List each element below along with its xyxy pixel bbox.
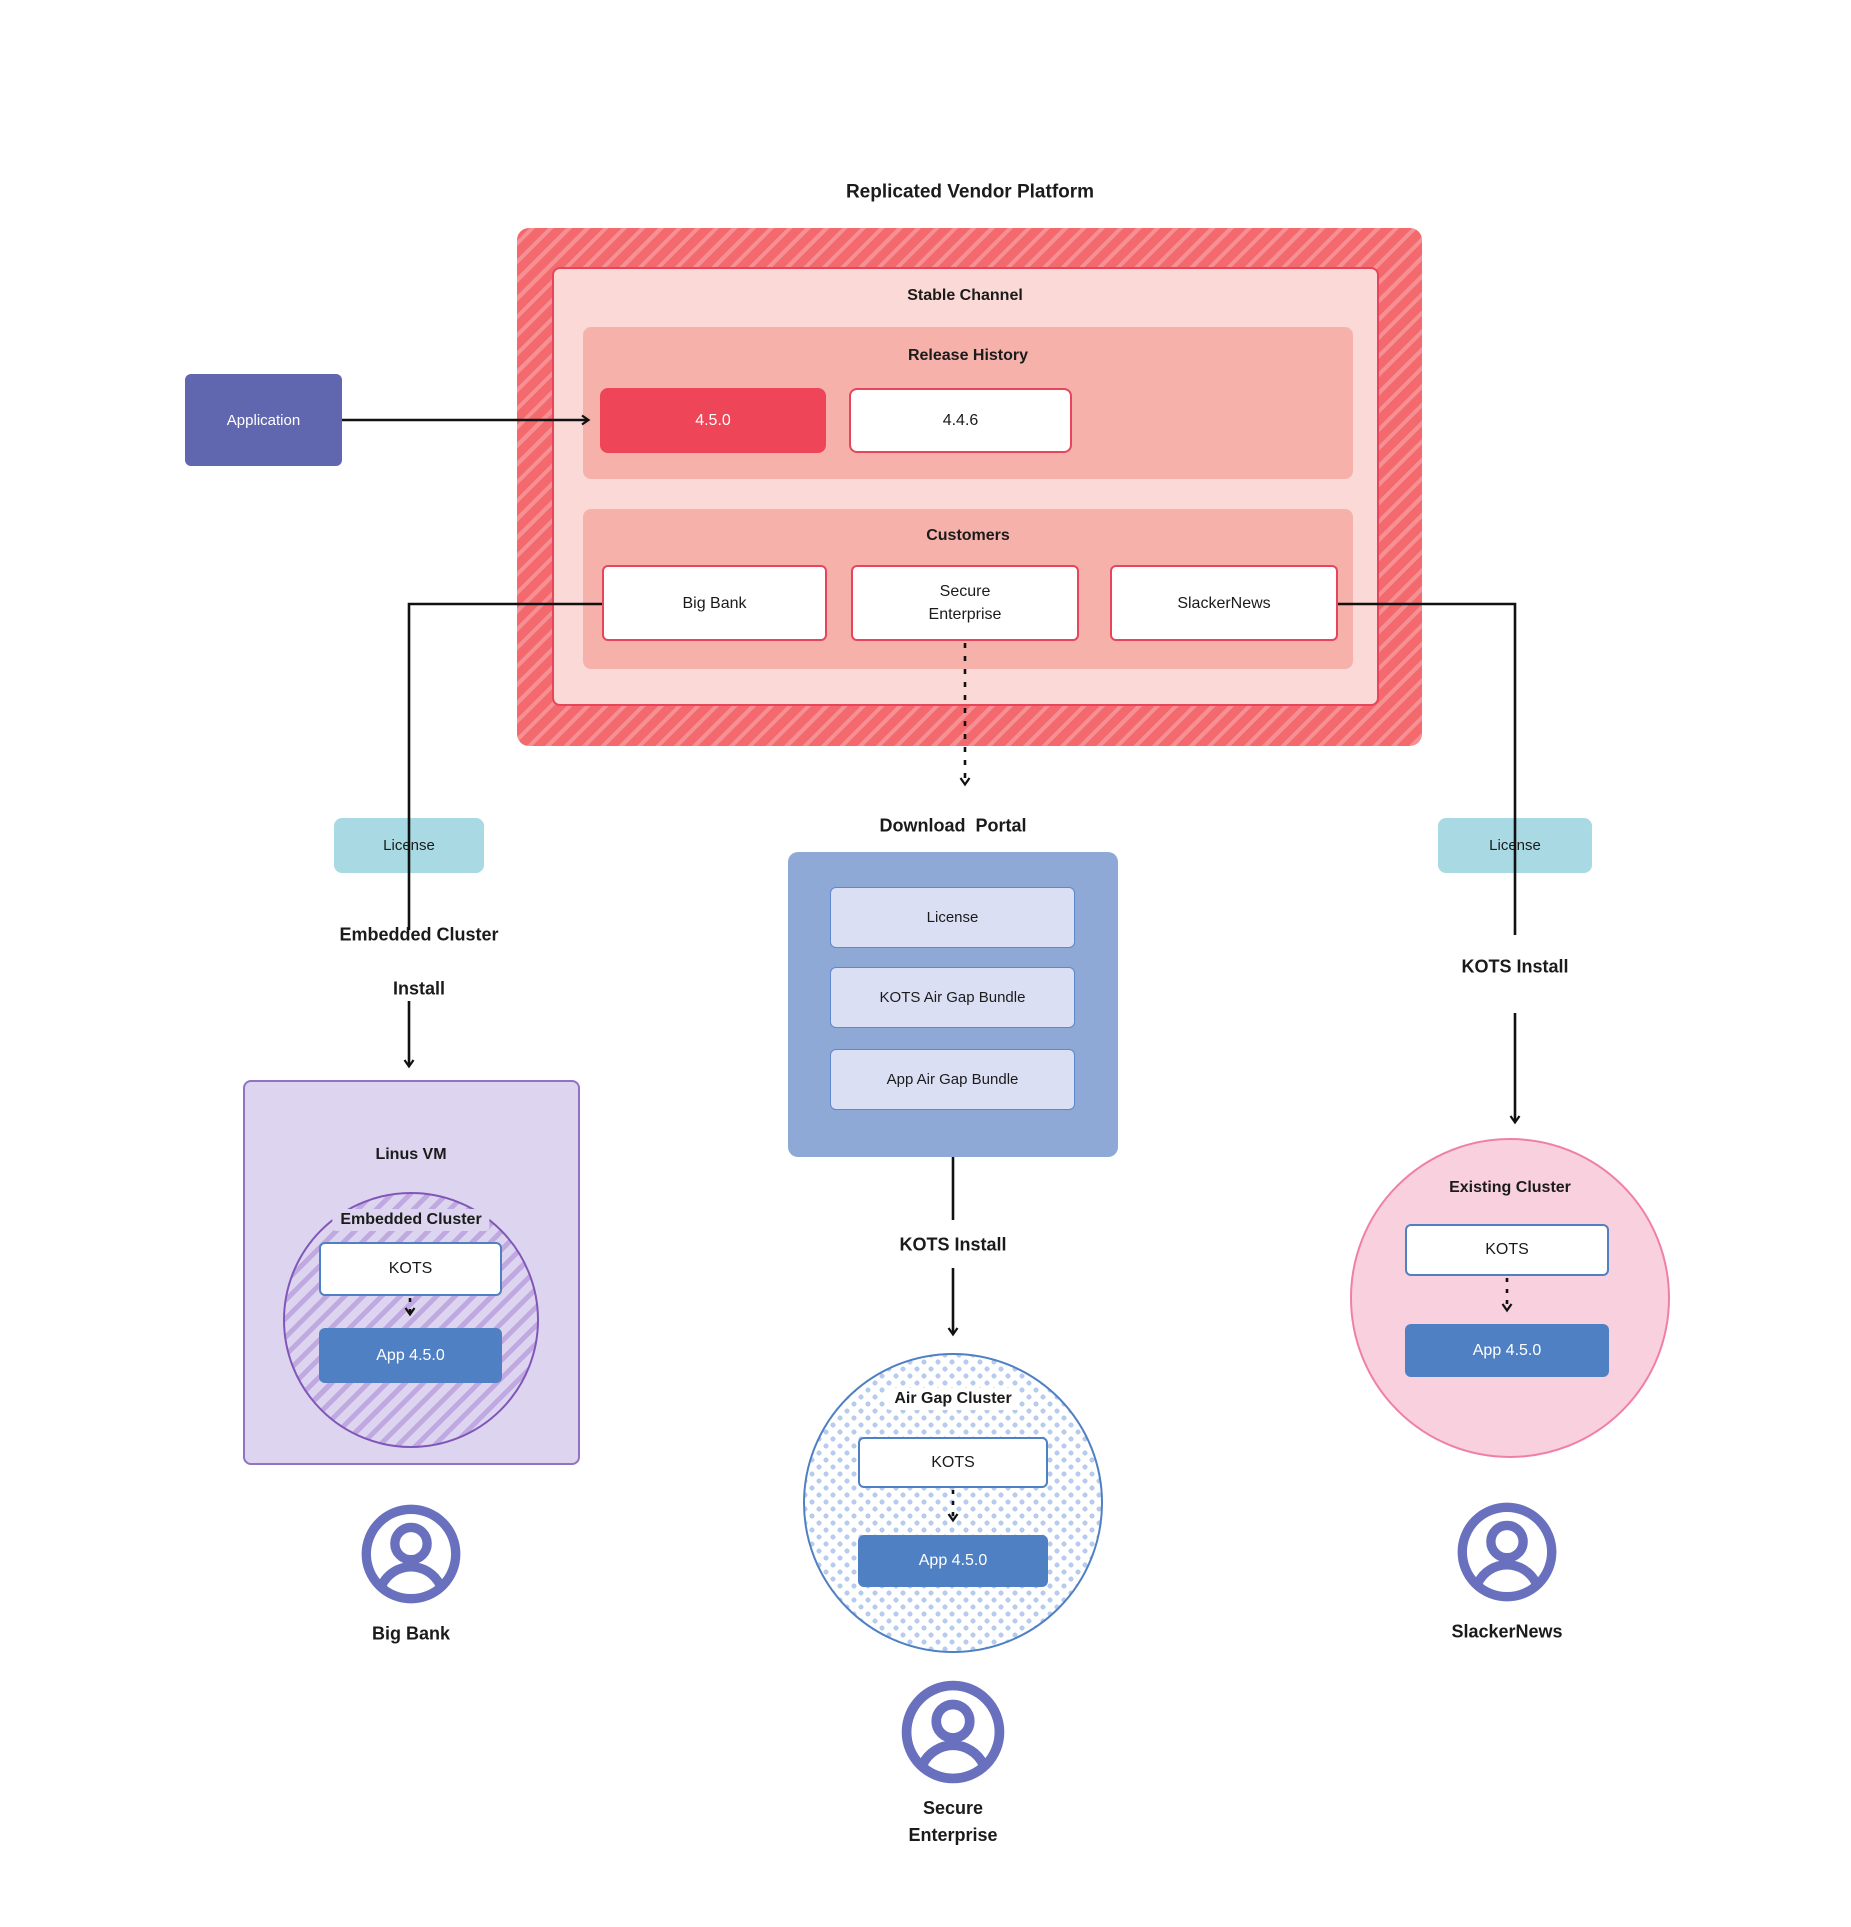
license-badge-left: License xyxy=(334,818,484,873)
kots-box-middle: KOTS xyxy=(858,1437,1048,1488)
kots-box-right: KOTS xyxy=(1405,1224,1609,1276)
customer-label: Big Bank xyxy=(682,594,747,612)
kots-box-left: KOTS xyxy=(319,1242,502,1296)
license-badge-right: License xyxy=(1438,818,1592,873)
page-title: Replicated Vendor Platform xyxy=(845,181,1095,203)
kots-install-label-middle: KOTS Install xyxy=(899,1234,1007,1255)
embedded-cluster-label: Embedded Cluster xyxy=(332,1209,490,1231)
kots-label: KOTS xyxy=(1485,1241,1529,1258)
customer-label: SlackerNews xyxy=(1177,594,1271,612)
stable-channel-label: Stable Channel xyxy=(907,287,1023,304)
customer-big-bank: Big Bank xyxy=(602,565,827,641)
kots-install-label-right: KOTS Install xyxy=(1461,956,1569,977)
license-label: License xyxy=(1489,837,1541,854)
portal-item-kots-bundle: KOTS Air Gap Bundle xyxy=(830,967,1075,1028)
embedded-cluster-circle xyxy=(283,1192,539,1448)
linus-vm-label: Linus VM xyxy=(375,1146,447,1163)
customer-label: Secure Enterprise xyxy=(928,583,1002,623)
existing-cluster-label: Existing Cluster xyxy=(1449,1179,1571,1196)
release-history-label: Release History xyxy=(907,347,1029,364)
customer-secure-enterprise: Secure Enterprise xyxy=(851,565,1079,641)
portal-item-label: KOTS Air Gap Bundle xyxy=(879,989,1026,1006)
user-icon xyxy=(901,1680,1005,1784)
release-item-current: 4.5.0 xyxy=(600,388,826,453)
release-version: 4.5.0 xyxy=(695,411,731,429)
portal-item-label: License xyxy=(926,909,979,926)
license-label: License xyxy=(383,837,435,854)
app-label: App 4.5.0 xyxy=(1472,1341,1542,1359)
download-portal-label: Download Portal xyxy=(879,815,1027,836)
existing-cluster-circle xyxy=(1350,1138,1670,1458)
app-label: App 4.5.0 xyxy=(376,1346,445,1364)
user-label-secure-enterprise: Secure Enterprise xyxy=(908,1798,998,1845)
user-icon xyxy=(361,1504,461,1604)
portal-item-app-bundle: App Air Gap Bundle xyxy=(830,1049,1075,1110)
application-box: Application xyxy=(185,374,342,466)
kots-label: KOTS xyxy=(388,1260,433,1277)
portal-item-label: App Air Gap Bundle xyxy=(886,1071,1019,1088)
app-label: App 4.5.0 xyxy=(918,1552,988,1569)
kots-label: KOTS xyxy=(931,1453,975,1471)
app-box-middle: App 4.5.0 xyxy=(858,1535,1048,1587)
portal-item-license: License xyxy=(830,887,1075,948)
app-box-right: App 4.5.0 xyxy=(1405,1324,1609,1377)
release-version: 4.4.6 xyxy=(942,411,979,429)
user-icon xyxy=(1457,1502,1557,1602)
release-item-previous: 4.4.6 xyxy=(849,388,1072,453)
customers-label: Customers xyxy=(926,527,1010,544)
customer-slackernews: SlackerNews xyxy=(1110,565,1338,641)
application-label: Application xyxy=(226,411,301,429)
air-gap-cluster-label: Air Gap Cluster xyxy=(886,1388,1020,1410)
embedded-cluster-install-label: Embedded Cluster Install xyxy=(339,924,499,999)
user-label-big-bank: Big Bank xyxy=(371,1623,451,1644)
user-label-slackernews: SlackerNews xyxy=(1451,1621,1563,1642)
app-box-left: App 4.5.0 xyxy=(319,1328,502,1383)
